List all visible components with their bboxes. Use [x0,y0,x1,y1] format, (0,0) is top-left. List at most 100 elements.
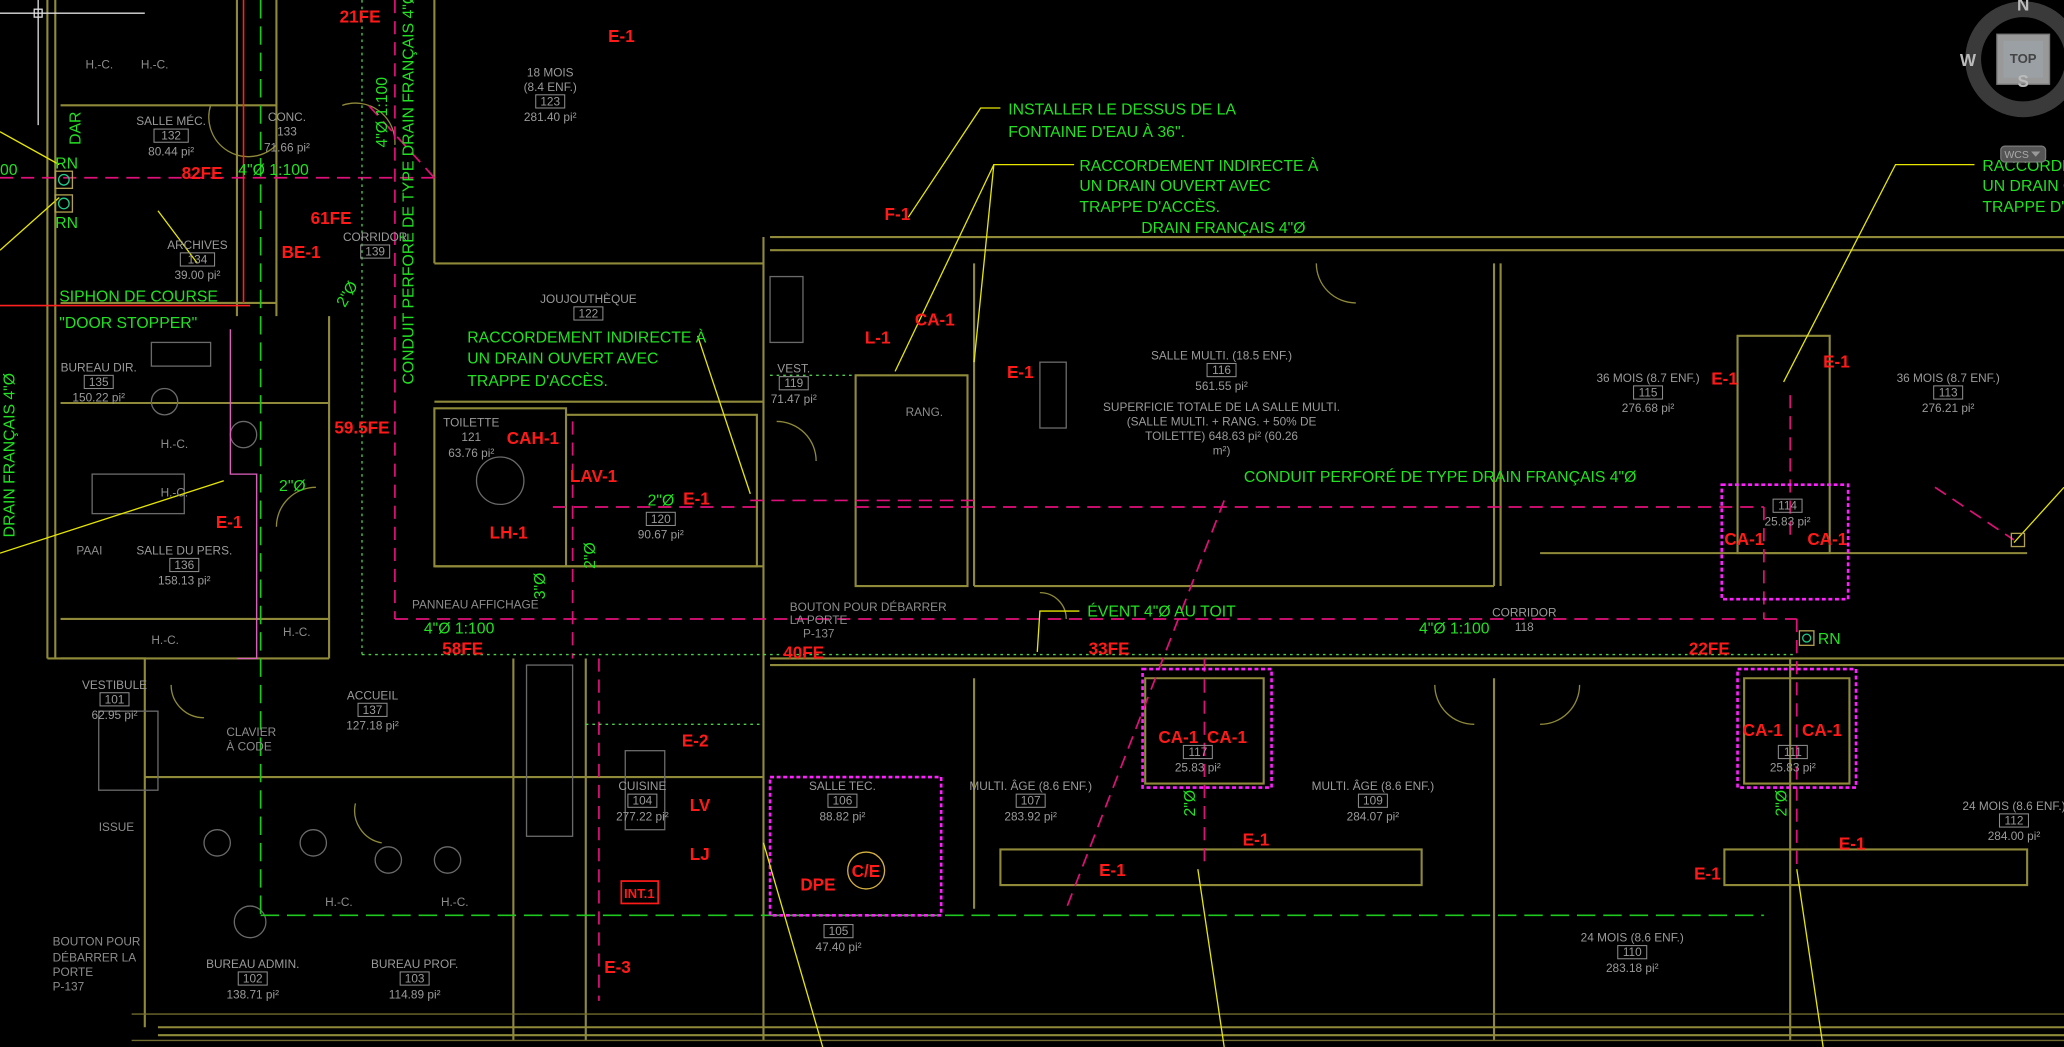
drawing-text: PANNEAU AFFICHAGE [412,597,539,611]
drawing-text: RN [55,156,78,173]
drawing-text: BUREAU ADMIN. [206,957,299,971]
drawing-element [847,851,886,890]
drawing-text: PAAI [76,543,102,557]
drawing-text: 284.07 pi² [1347,809,1400,823]
drawing-text: SALLE TEC. [809,779,876,793]
drawing-text: 104 [632,794,652,808]
drawing-element [233,905,267,939]
drawing-text: LV [690,796,711,815]
drawing-element [827,793,858,808]
drawing-text: P-137 [53,979,85,993]
drawing-element [433,846,462,874]
drawing-element [973,263,2028,588]
drawing-text: CA-1 [1207,728,1247,747]
drawing-text: SUPERFICIE TOTALE DE LA SALLE MULTI. [1103,400,1340,414]
drawing-text: 39.00 pi² [174,268,220,282]
drawing-element [525,664,574,837]
drawing-element [1633,385,1664,400]
drawing-text: 103 [405,971,425,985]
viewcube[interactable]: TOP N S W WCS [1960,0,2064,163]
drawing-text: 112 [2005,813,2024,827]
wcs-dropdown[interactable]: WCS [2000,145,2047,163]
drawing-text: 33FE [1089,640,1130,659]
drawing-text: TOILETTE) 648.63 pi² (60.26 [1145,429,1298,443]
drawing-text: 101 [105,692,125,706]
drawing-element [150,341,212,367]
drawing-text: SALLE MULTI. (18.5 ENF.) [1151,349,1292,363]
drawing-text: F-1 [885,205,911,224]
drawing-text: E-3 [604,958,631,977]
drawing-text: 40FE [783,643,824,662]
drawing-text: INSTALLER LE DESSUS DE LA [1008,102,1236,119]
drawing-text: L-1 [865,329,891,348]
drawing-text: 80.44 pi² [148,144,194,158]
drawing-text: 36 MOIS (8.7 ENF.) [1596,371,1699,385]
viewcube-west[interactable]: W [1960,51,1977,70]
drawing-element [645,511,676,527]
drawing-text: 24 MOIS (8.6 ENF.) [1962,799,2064,813]
drawing-text: E-1 [1099,861,1126,880]
drawing-element [1144,334,1851,785]
drawing-element [179,252,216,267]
drawing-element [57,197,70,210]
drawing-text: RN [1818,631,1841,648]
drawing-text: RN [55,215,78,232]
drawing-text: BUREAU PROF. [371,957,458,971]
drawing-text: CONDUIT PERFORÉ DE TYPE DRAIN FRANÇAIS 4… [398,0,417,385]
drawing-text: BOUTON POUR DÉBARRER [790,600,947,614]
drawing-element [769,275,804,344]
drawing-text: 25.83 pi² [1765,514,1811,528]
drawing-text: 22FE [1689,640,1730,659]
drawing-element [598,395,1798,1001]
chevron-down-icon [2031,151,2041,157]
drawing-element [203,829,232,857]
drawing-text: 18 MOIS [527,65,574,79]
drawing-text: CA-1 [1807,530,1847,549]
drawing-element [624,750,666,831]
drawing-text: WCS [2004,149,2029,161]
drawing-text: 106 [833,794,853,808]
drawing-text: E-1 [1243,830,1270,849]
drawing-element [169,557,200,573]
drawing-text: UN DRAIN OUVERT AVEC [1079,178,1270,195]
drawing-text: 138.71 pi² [226,987,279,1001]
drawing-text: CAH-1 [507,429,560,448]
viewcube-north[interactable]: N [2017,0,2029,15]
drawing-text: 4"Ø 1:100 [1419,620,1490,637]
drawing-element [33,8,43,18]
drawing-element [399,971,430,986]
drawing-text: TRAPPE D'AC [1982,199,2064,216]
drawing-text: LJ [690,845,710,864]
drawing-text: DRAIN FRANÇAIS 4"Ø [1141,220,1305,237]
viewcube-compass-ring[interactable] [1965,1,2064,118]
drawing-text: UN DRAIN OU [1982,178,2064,195]
drawing-text: 88.82 pi² [819,809,865,823]
drawing-text: 115 [1639,385,1658,399]
drawing-element [374,846,403,874]
leaders [0,107,2064,1047]
drawing-text: 2"Ø [279,478,306,495]
revision-cloud [768,775,943,917]
drawing-text: ARCHIVES [167,238,228,252]
drawing-text: VEST. [777,362,810,376]
drawing-element [2003,40,2043,78]
drawing-text: JOUJOUTHÈQUE [540,292,637,306]
drawing-text: 4"Ø 1:100 [424,620,495,637]
drawing-text: 2"Ø [582,542,599,569]
drawing-text: 132 [161,129,181,143]
drawing-text: 121 [461,430,481,444]
viewcube-south[interactable]: S [2017,72,2028,91]
drawing-text: 123 [540,94,560,108]
